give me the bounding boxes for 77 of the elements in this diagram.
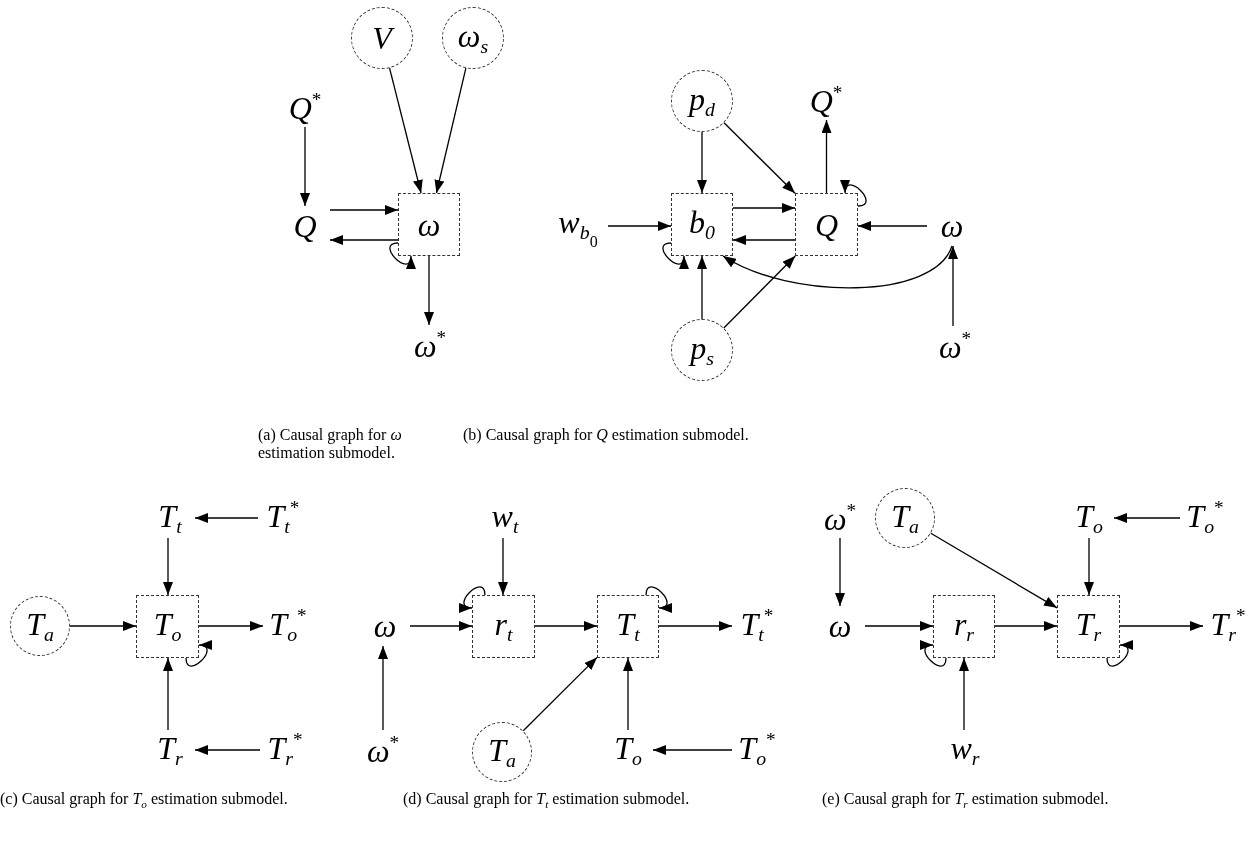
- arrow: [329, 205, 399, 215]
- arrow: [697, 131, 707, 194]
- arrow: [732, 235, 796, 245]
- arrow: [1084, 537, 1094, 596]
- variable-label: Q: [280, 206, 330, 246]
- self-loop-arrow: [841, 179, 867, 207]
- variable-label: Q$^{*}$: [280, 87, 330, 127]
- submodel-box: r$_{r}$: [933, 595, 995, 658]
- arrow: [821, 119, 832, 194]
- arrow: [409, 621, 473, 631]
- submodel-box: Q: [795, 193, 858, 256]
- variable-label: T$_{o}$: [1064, 498, 1114, 538]
- curved-arrow: [722, 245, 953, 289]
- arrow: [69, 621, 137, 631]
- variable-label: T$_{o}$: [603, 730, 653, 770]
- self-loop-arrow: [662, 242, 688, 270]
- self-loop-arrow: [1106, 641, 1134, 667]
- arrow: [857, 221, 928, 231]
- subfigure-caption: (e) Causal graph for T$_{r}$ estimation submodel.: [822, 790, 1110, 812]
- submodel-box: r$_{t}$: [472, 595, 535, 658]
- arrow: [864, 621, 934, 631]
- arrow: [994, 621, 1058, 631]
- variable-label: w$_{t}$: [480, 498, 530, 538]
- submodel-box: b$_{0}$: [671, 193, 733, 256]
- arrow: [378, 645, 388, 731]
- arrow: [723, 255, 796, 329]
- subfigure-caption: (c) Causal graph for T$_{o}$ estimation submodel.: [0, 790, 289, 812]
- arrow: [930, 532, 1058, 609]
- variable-label: ω: [360, 606, 410, 646]
- arrow: [534, 621, 598, 631]
- arrow: [163, 657, 173, 731]
- variable-label: ω$^{*}$: [930, 326, 980, 366]
- arrow: [652, 745, 733, 755]
- self-loop-arrow: [458, 586, 486, 612]
- variable-label: Q$^{*}$: [801, 80, 851, 120]
- arrow: [732, 203, 796, 213]
- variable-label: ω$^{*}$: [405, 325, 455, 365]
- arrow: [658, 621, 733, 631]
- arrow: [300, 126, 310, 207]
- self-loop-arrow: [919, 641, 947, 667]
- arrow: [1119, 621, 1204, 631]
- arrow: [522, 656, 598, 732]
- variable-label: ω$^{*}$: [815, 498, 865, 538]
- arrow: [607, 221, 672, 231]
- variable-label: ω: [927, 206, 977, 246]
- variable-label: ω: [815, 606, 865, 646]
- arrow: [163, 537, 173, 596]
- arrow: [198, 621, 264, 631]
- arrow: [723, 122, 796, 194]
- arrow: [424, 255, 434, 326]
- arrow: [194, 513, 259, 523]
- subfigure-caption: (d) Causal graph for T$_{t}$ estimation submodel.: [403, 790, 691, 812]
- arrow: [959, 657, 969, 731]
- submodel-box: T$_{o}$: [136, 595, 199, 658]
- self-loop-arrow: [185, 641, 213, 667]
- arrow: [1113, 513, 1181, 523]
- submodel-box: T$_{r}$: [1057, 595, 1120, 658]
- arrow: [948, 245, 958, 327]
- self-loop-arrow: [389, 242, 415, 270]
- submodel-box: T$_{t}$: [597, 595, 659, 658]
- subfigure-caption: (a) Causal graph for ω estimation submodel.: [258, 426, 403, 463]
- submodel-box: ω: [398, 193, 460, 256]
- subfigure-caption: (b) Causal graph for Q estimation submodel.: [463, 426, 750, 445]
- arrow: [835, 537, 845, 607]
- arrow: [388, 67, 423, 194]
- variable-circle: T$_{a}$: [10, 596, 70, 656]
- variable-label: w$_{r}$: [940, 730, 990, 770]
- self-loop-arrow: [645, 586, 673, 612]
- arrow: [329, 235, 399, 245]
- variable-label: T$_{t}$: [145, 498, 195, 538]
- variable-label: ω$^{*}$: [358, 730, 408, 770]
- arrow: [697, 255, 707, 320]
- variable-label: T$_{r}$: [145, 730, 195, 770]
- arrow: [623, 657, 633, 731]
- arrow: [194, 745, 261, 755]
- arrow: [434, 67, 467, 194]
- arrow: [498, 537, 508, 596]
